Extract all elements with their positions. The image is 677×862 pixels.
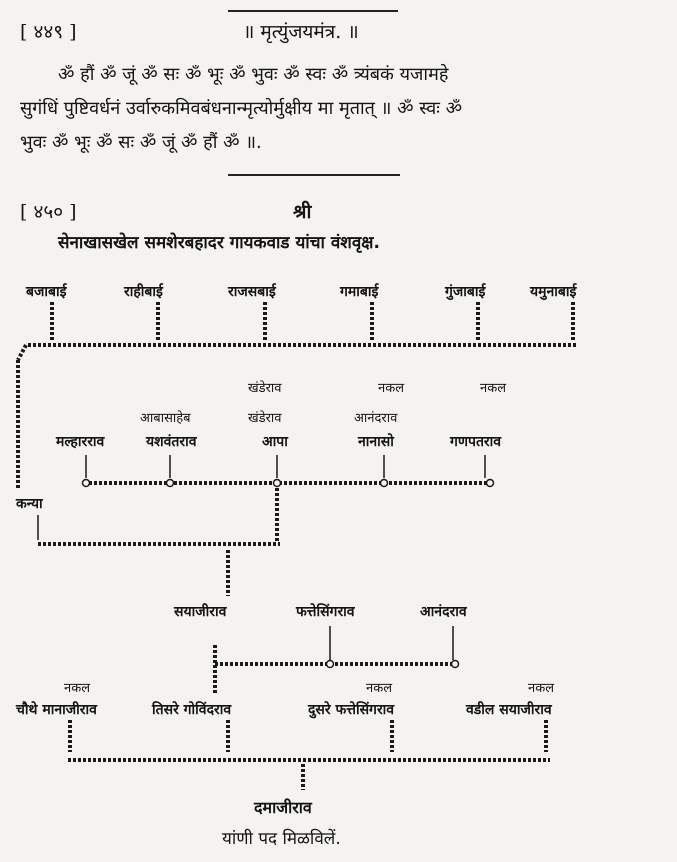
mantra-line-3: भुवः ॐ भूः ॐ सः ॐ जूं ॐ हौं ॐ ॥. <box>20 132 262 153</box>
name-gunjabai: गुंजाबाई <box>445 284 486 300</box>
mantra-title: ॥ मृत्युंजयमंत्र. ॥ <box>243 21 359 43</box>
node-fattesingrao <box>325 659 335 669</box>
node-malharrao <box>81 478 91 488</box>
node-ganpatrao <box>485 478 495 488</box>
note-nakal-fattesingrao: नकल <box>366 681 393 696</box>
node-nanaso <box>379 478 389 488</box>
name-anandrao: आनंदराव <box>420 604 467 620</box>
note-nakal-manajirao: नकल <box>64 681 91 696</box>
note-nakal-2: नकल <box>480 381 507 396</box>
note-nakal-sayajirao: नकल <box>528 681 555 696</box>
name-rajasbai: राजसबाई <box>228 284 276 300</box>
node-anandrao <box>450 659 460 669</box>
section-number-449: [ ४४९ ] <box>20 21 77 43</box>
name-yamunabai: यमुनाबाई <box>530 284 577 300</box>
name-damajirao: दमाजीराव <box>254 798 312 817</box>
name-rahibai: राहीबाई <box>124 284 163 300</box>
tree-heading: सेनाखासखेल समशेरबहादर गायकवाड यांचा वंशव… <box>58 233 380 253</box>
section-divider <box>228 174 400 176</box>
name-nanaso: नानासो <box>358 434 394 450</box>
name-fattesingrao: फत्तेसिंगराव <box>296 604 355 620</box>
name-ganpatrao: गणपतराव <box>450 434 502 450</box>
name-yashvantrao: यशवंतराव <box>146 434 197 450</box>
note-khanderao-top: खंडेराव <box>248 381 282 396</box>
name-tisare-govindrao: तिसरे गोविंदराव <box>152 702 232 718</box>
footer-text: यांणी पद मिळविलें. <box>222 829 341 849</box>
top-rule <box>228 10 398 12</box>
note-nakal-1: नकल <box>378 381 405 396</box>
node-apa <box>272 478 282 488</box>
prefix-anandrao: आनंदराव <box>354 411 398 426</box>
name-kanya: कन्या <box>16 496 43 512</box>
mantra-line-1: ॐ हौं ॐ जूं ॐ सः ॐ भूः ॐ भुवः ॐ स्वः ॐ त… <box>58 64 449 85</box>
name-dusare-fattesingrao: दुसरे फत्तेसिंगराव <box>308 702 395 718</box>
shri-heading: श्री <box>293 201 312 223</box>
name-chauthe-manajirao: चौथे मानाजीराव <box>16 702 97 718</box>
mantra-line-2: सुगंधिं पुष्टिवर्धनं उर्वारुकमिवबंधनान्म… <box>20 98 463 119</box>
name-vadil-sayajirao: वडील सयाजीराव <box>466 702 552 718</box>
prefix-abasaheb: आबासाहेब <box>140 411 191 426</box>
name-gamabai: गमाबाई <box>340 284 379 300</box>
node-yashvantrao <box>165 478 175 488</box>
name-apa: आपा <box>262 434 288 450</box>
section-number-450: [ ४५० ] <box>20 201 77 223</box>
name-bajabai: बजाबाई <box>26 284 67 300</box>
name-malharrao: मल्हारराव <box>56 434 105 450</box>
name-sayajirao: सयाजीराव <box>174 604 227 620</box>
link-left <box>16 344 28 361</box>
prefix-khanderao: खंडेराव <box>248 411 282 426</box>
